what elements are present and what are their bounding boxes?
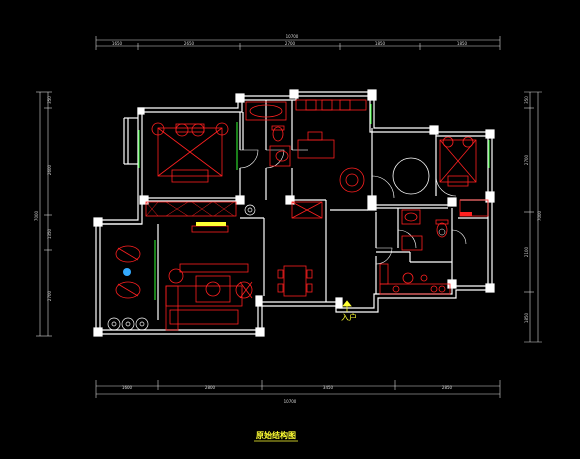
left-seg-4: 2700 bbox=[47, 290, 52, 301]
dimension-top bbox=[95, 36, 501, 50]
basin-2 bbox=[401, 209, 421, 225]
left-seg-2: 2600 bbox=[47, 164, 52, 175]
second-bed bbox=[439, 136, 477, 187]
shower bbox=[401, 235, 423, 251]
study-desk bbox=[297, 139, 335, 159]
tv-cabinet bbox=[179, 263, 249, 273]
entrance-label: 入户 bbox=[341, 312, 357, 322]
dimension-left bbox=[36, 91, 52, 337]
right-seg-3: 2100 bbox=[524, 246, 529, 257]
left-seg-1: 350 bbox=[47, 96, 52, 104]
toilet-2-seat bbox=[438, 228, 446, 236]
left-total-label: 7000 bbox=[34, 210, 39, 221]
right-seg-1: 350 bbox=[524, 96, 529, 104]
dimension-right bbox=[524, 91, 542, 343]
top-seg-4: 1850 bbox=[375, 41, 386, 46]
master-wardrobe bbox=[145, 201, 237, 217]
right-total-label: 7000 bbox=[537, 210, 542, 221]
right-seg-2: 2700 bbox=[524, 154, 529, 165]
plant-pots bbox=[107, 204, 256, 331]
top-total-label: 10700 bbox=[286, 34, 299, 39]
walls bbox=[93, 89, 495, 337]
bottom-total-label: 10700 bbox=[284, 399, 297, 404]
second-wardrobe bbox=[459, 199, 489, 217]
master-bed bbox=[151, 122, 229, 183]
round-table bbox=[392, 157, 430, 195]
furniture bbox=[115, 99, 489, 331]
bottom-seg-1: 1600 bbox=[122, 385, 133, 390]
study-cabinet bbox=[291, 201, 323, 219]
lounge-chair bbox=[339, 167, 365, 193]
drawing-title: 原始结构图 bbox=[256, 430, 296, 440]
left-seg-3: 1350 bbox=[47, 228, 52, 239]
kitchen-counter bbox=[379, 283, 451, 295]
entrance-arrow bbox=[342, 300, 352, 312]
dining-table bbox=[283, 265, 307, 297]
top-seg-3: 2700 bbox=[285, 41, 296, 46]
bottom-seg-4: 2850 bbox=[442, 385, 453, 390]
top-seg-1: 1650 bbox=[112, 41, 123, 46]
toilet-2 bbox=[436, 222, 448, 238]
doors bbox=[239, 149, 467, 265]
bottom-seg-2: 2800 bbox=[205, 385, 216, 390]
sofa-set bbox=[165, 268, 253, 331]
ac-unit bbox=[460, 212, 472, 216]
bathtub bbox=[245, 101, 287, 121]
toilet-1 bbox=[272, 126, 284, 142]
basin-1 bbox=[275, 150, 289, 162]
dimension-bottom bbox=[95, 380, 501, 398]
bottom-seg-3: 3450 bbox=[323, 385, 334, 390]
top-seg-2: 2650 bbox=[184, 41, 195, 46]
study-shelf bbox=[295, 99, 367, 111]
windows bbox=[138, 104, 490, 300]
lamp-yellow bbox=[196, 222, 226, 226]
right-seg-4: 1850 bbox=[524, 312, 529, 323]
top-seg-5: 1850 bbox=[457, 41, 468, 46]
balcony-chairs bbox=[115, 245, 141, 299]
